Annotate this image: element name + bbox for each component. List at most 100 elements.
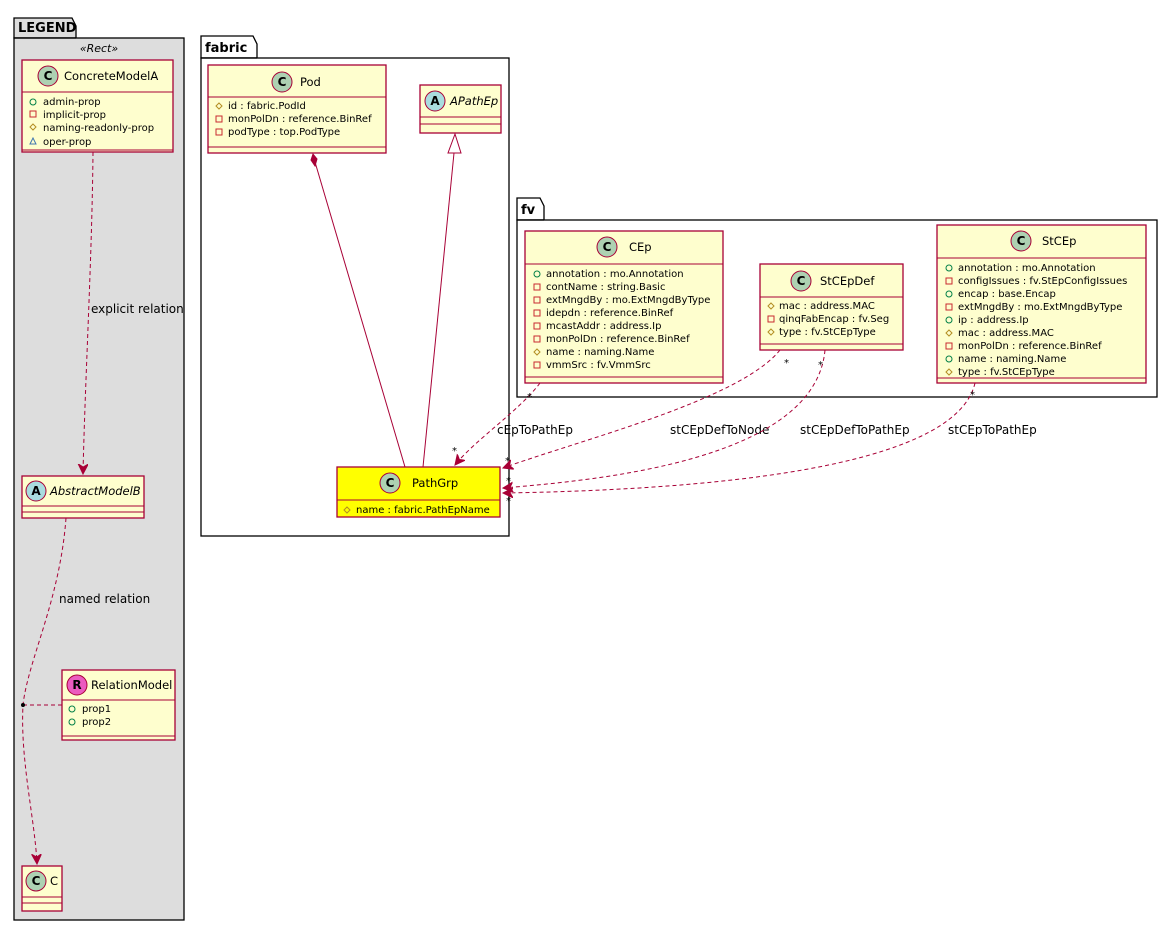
private-icon <box>767 315 775 323</box>
svg-text:*: * <box>784 358 789 369</box>
class-concrete-model-a[interactable]: C ConcreteModelA admin-prop implicit-pro… <box>21 59 174 153</box>
class-name: StCEp <box>1042 234 1076 248</box>
inheritance-triangle-icon <box>447 132 462 154</box>
protected-icon <box>343 506 351 514</box>
svg-text:oper-prop: oper-prop <box>43 137 91 148</box>
class-pathgrp[interactable]: C PathGrp name : fabric.PathEpName <box>336 466 501 518</box>
class-kind-letter: C <box>32 874 41 888</box>
abstract-kind-icon <box>25 480 47 502</box>
class-kind-icon <box>1010 230 1032 252</box>
private-icon <box>29 110 37 118</box>
attr-id: id : fabric.PodId <box>215 101 306 112</box>
class-stcepdef[interactable]: C StCEpDef mac : address.MAC qinqFabEnca… <box>759 263 904 351</box>
class-c[interactable]: C C <box>21 865 63 912</box>
class-kind-icon <box>379 472 401 494</box>
stcepdef-to-node-edge: * * stCEpDefToNode <box>503 349 789 468</box>
named-relation-edge: named relation <box>21 517 150 864</box>
class-kind-letter: A <box>31 484 41 498</box>
class-abstract-model-b[interactable]: A AbstractModelB <box>21 475 145 519</box>
named-relation-label: named relation <box>59 592 150 606</box>
fabric-package-title: fabric <box>205 41 247 56</box>
class-kind-letter: C <box>44 69 53 83</box>
svg-text:*: * <box>505 456 510 467</box>
svg-text:encap : base.Encap: encap : base.Encap <box>958 289 1056 300</box>
class-name: StCEpDef <box>820 274 875 288</box>
svg-text:configIssues : fv.StEpConfigIs: configIssues : fv.StEpConfigIssues <box>958 276 1127 287</box>
stcepdef-to-pathep-edge: * * stCEpDefToPathEp <box>503 349 910 488</box>
svg-text:mac : address.MAC: mac : address.MAC <box>779 301 875 312</box>
svg-text:monPolDn : reference.BinRef: monPolDn : reference.BinRef <box>546 334 690 345</box>
private-icon <box>533 361 541 369</box>
svg-text:name : naming.Name: name : naming.Name <box>546 347 654 358</box>
attr-naming-readonly-prop: naming-readonly-prop <box>29 123 154 134</box>
class-apathep[interactable]: A APathEp <box>419 84 502 134</box>
attr-oper-prop: oper-prop <box>29 136 91 148</box>
class-kind-icon <box>271 71 293 93</box>
svg-text:monPolDn : reference.BinRef: monPolDn : reference.BinRef <box>958 341 1102 352</box>
private-icon <box>945 277 953 285</box>
svg-text:*: * <box>506 496 511 507</box>
class-cep[interactable]: C CEp annotation : mo.Annotation contNam… <box>524 230 724 384</box>
public-icon <box>945 316 953 324</box>
protected-icon <box>945 329 953 337</box>
attr-name: name : fabric.PathEpName <box>343 505 490 516</box>
class-name: AbstractModelB <box>49 484 141 498</box>
class-stcep[interactable]: C StCEp annotation : mo.Annotation confi… <box>936 224 1147 384</box>
protected-icon <box>767 302 775 310</box>
public-icon <box>945 355 953 363</box>
package-icon <box>29 136 37 145</box>
private-icon <box>533 309 541 317</box>
class-name: APathEp <box>449 94 498 108</box>
class-kind-letter: C <box>278 75 287 89</box>
svg-text:mcastAddr : address.Ip: mcastAddr : address.Ip <box>546 321 661 332</box>
private-icon <box>945 342 953 350</box>
cep-to-pathep-edge: * * cEpToPathEp <box>452 382 573 465</box>
class-pod[interactable]: C Pod id : fabric.PodId monPolDn : refer… <box>207 64 387 154</box>
public-icon <box>945 290 953 298</box>
pod-pathgrp-composition-edge <box>310 152 406 468</box>
class-kind-letter: C <box>386 476 395 490</box>
svg-text:prop2: prop2 <box>82 717 111 728</box>
class-name: RelationModel <box>91 678 172 692</box>
svg-text:type : fv.StCEpType: type : fv.StCEpType <box>779 327 876 338</box>
private-icon <box>215 128 223 136</box>
class-kind-letter: C <box>797 274 806 288</box>
legend-package-title: LEGEND <box>18 21 77 36</box>
public-icon <box>29 98 37 106</box>
svg-text:admin-prop: admin-prop <box>43 97 101 108</box>
protected-icon <box>945 368 953 376</box>
svg-text:contName : string.Basic: contName : string.Basic <box>546 282 665 293</box>
cep-attributes: annotation : mo.Annotation contName : st… <box>533 269 710 371</box>
private-icon <box>533 296 541 304</box>
class-kind-icon <box>37 65 59 87</box>
class-kind-icon <box>596 236 618 258</box>
svg-text:annotation : mo.Annotation: annotation : mo.Annotation <box>546 269 684 280</box>
class-name: Pod <box>300 75 321 89</box>
attr-admin-prop: admin-prop <box>29 97 101 108</box>
class-kind-letter: C <box>603 240 612 254</box>
class-name: CEp <box>629 240 652 254</box>
composition-diamond-icon <box>310 152 318 168</box>
class-relation-model[interactable]: R RelationModel prop1 prop2 <box>61 669 176 741</box>
legend-stereotype: «Rect» <box>80 42 119 55</box>
public-icon <box>68 705 76 713</box>
svg-text:monPolDn : reference.BinRef: monPolDn : reference.BinRef <box>228 114 372 125</box>
class-name: C <box>50 874 58 888</box>
public-icon <box>533 270 541 278</box>
private-icon <box>533 322 541 330</box>
svg-text:ip : address.Ip: ip : address.Ip <box>958 315 1029 326</box>
attr-monpoldn: monPolDn : reference.BinRef <box>215 114 372 125</box>
svg-text:mac : address.MAC: mac : address.MAC <box>958 328 1054 339</box>
protected-icon <box>533 348 541 356</box>
svg-text:naming-readonly-prop: naming-readonly-prop <box>43 123 154 134</box>
class-name: PathGrp <box>412 476 458 490</box>
private-icon <box>533 283 541 291</box>
private-icon <box>215 115 223 123</box>
svg-text:*: * <box>452 446 457 457</box>
abstract-kind-icon <box>424 90 446 112</box>
stcepdef-attributes: mac : address.MAC qinqFabEncap : fv.Seg … <box>767 301 889 338</box>
cep-to-pathep-label: cEpToPathEp <box>497 423 573 437</box>
stcepdef-to-pathep-label: stCEpDefToPathEp <box>800 423 910 437</box>
attr-prop1: prop1 <box>68 704 111 715</box>
